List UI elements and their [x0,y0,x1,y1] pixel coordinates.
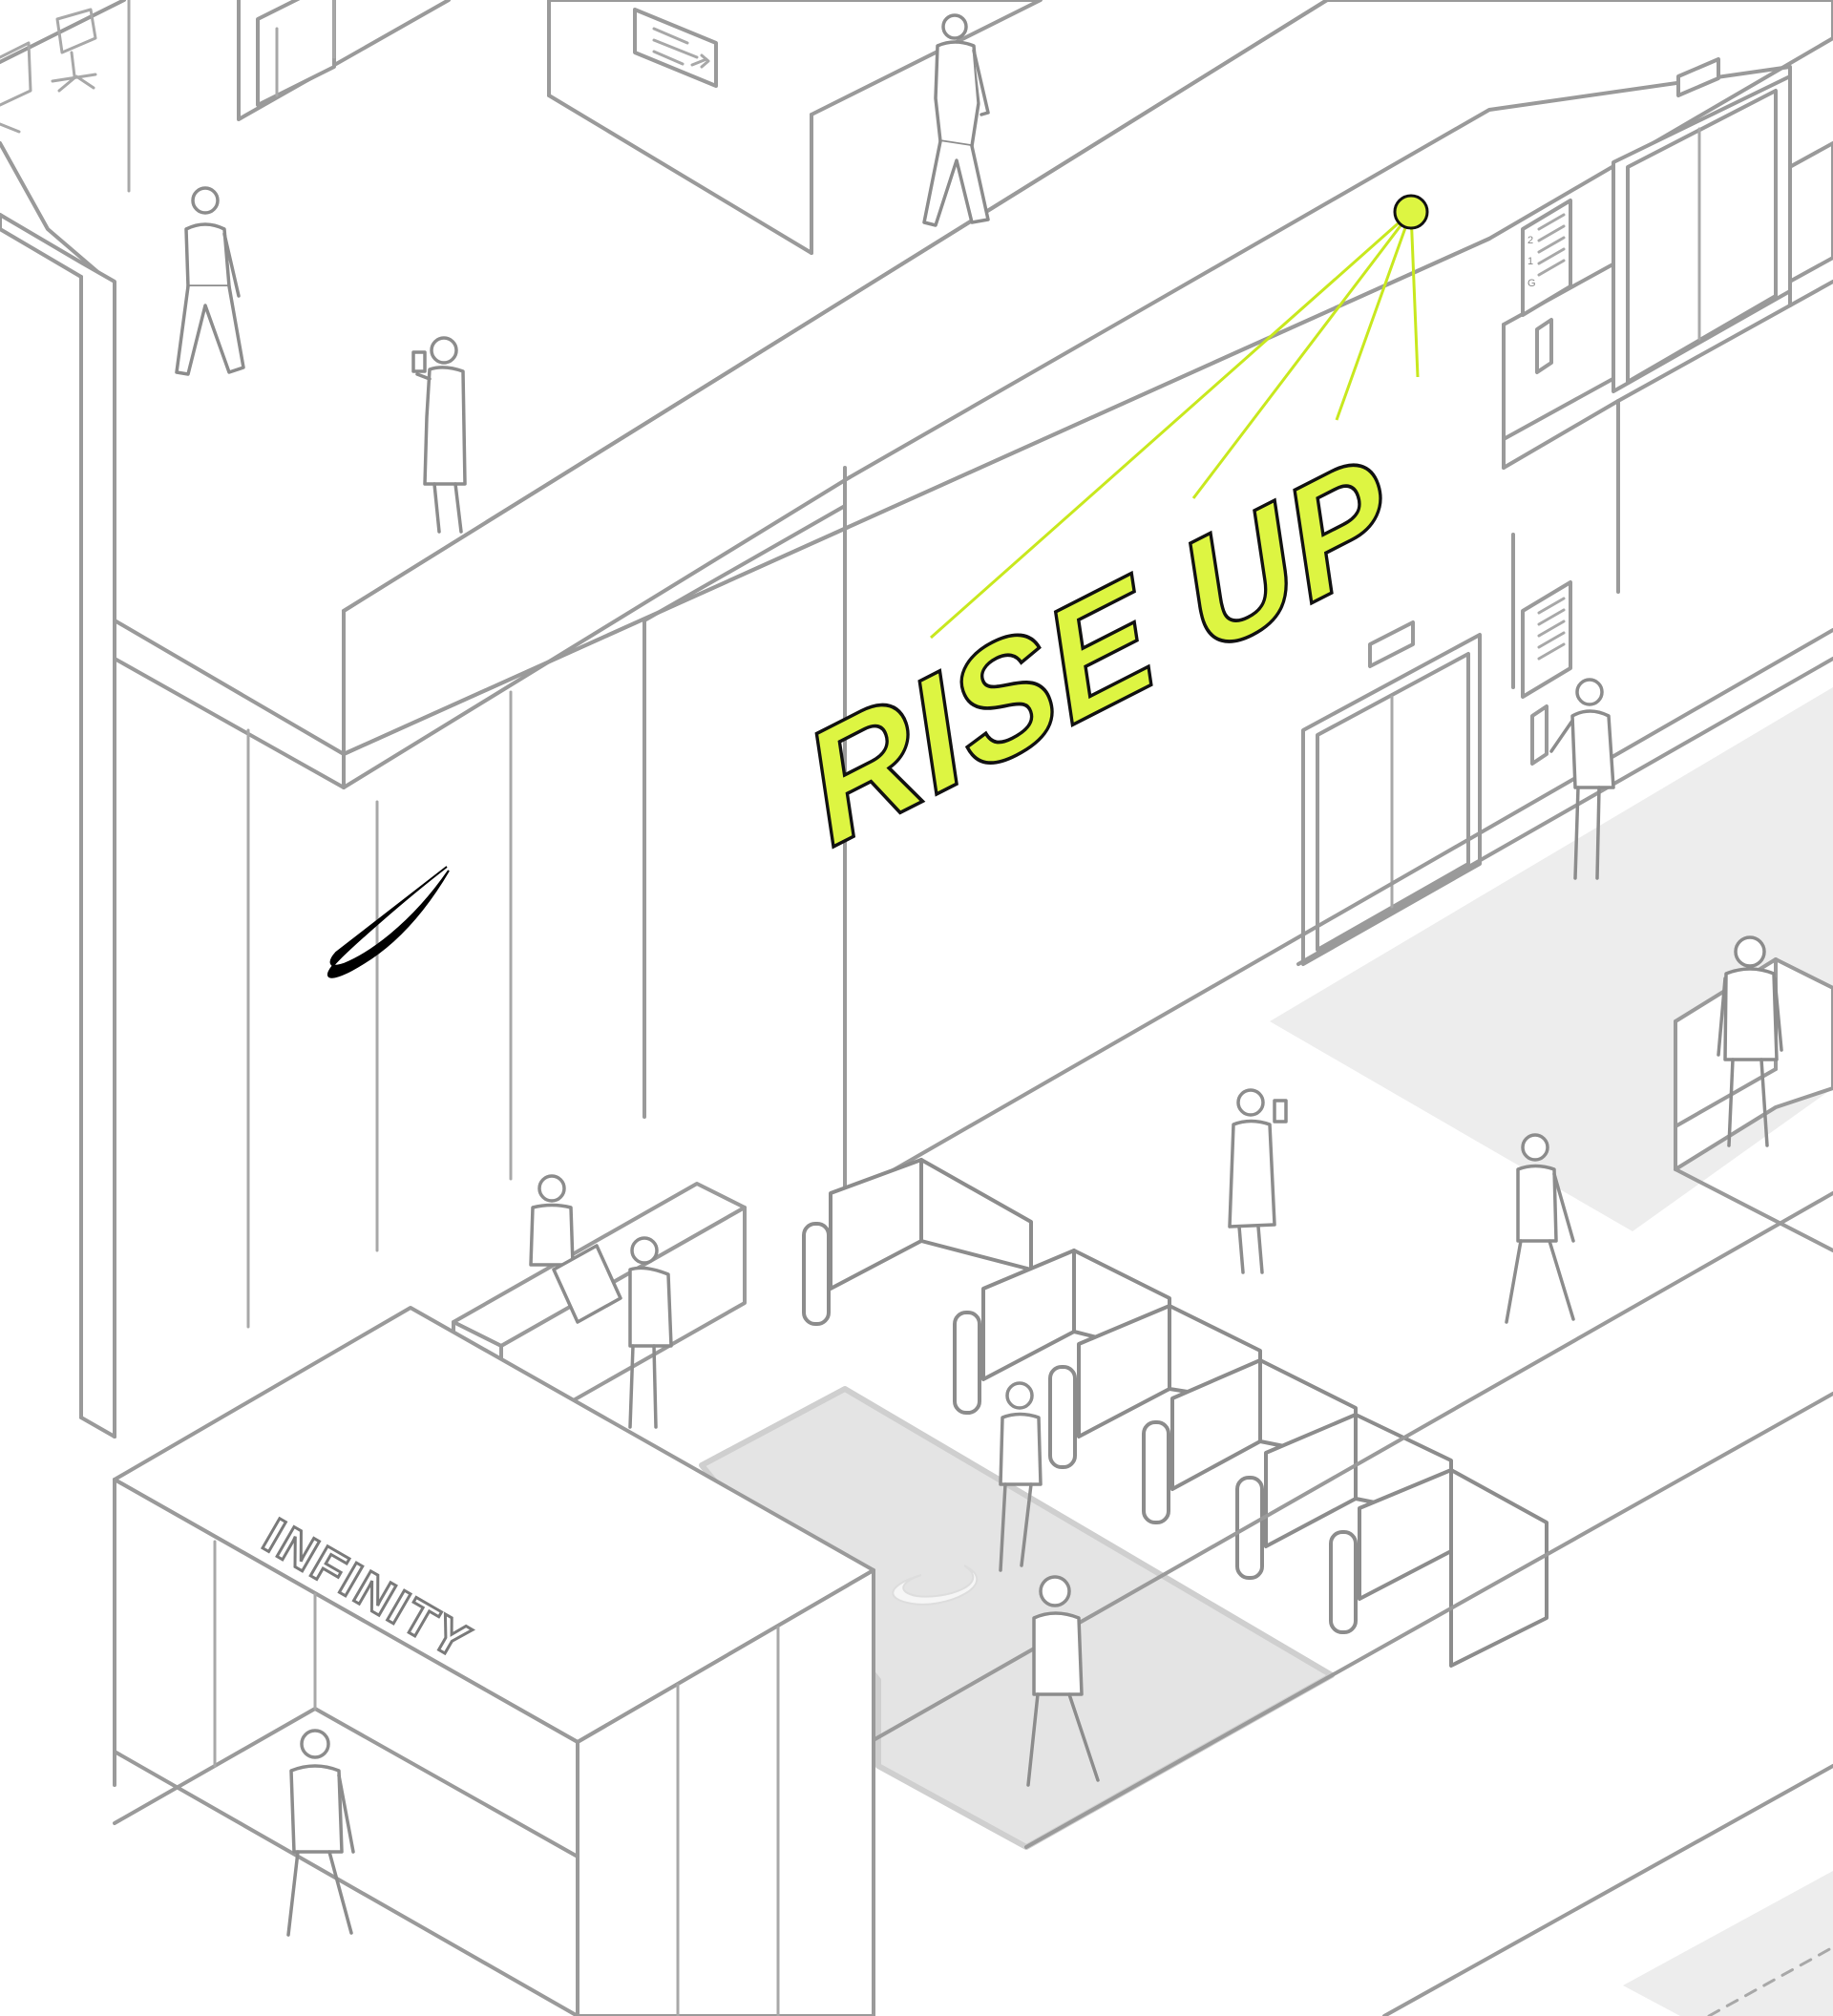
exit-sign-icon [633,8,718,88]
brand-wall [113,466,847,1438]
elevator-indicator-icon [1368,620,1415,668]
lobby-kiosk [1674,957,1833,1252]
person-pressing-button [1549,678,1615,880]
office-chair-icon [51,8,97,93]
floor-guide-line [1707,1945,1833,2016]
person-walking [999,1381,1043,1572]
upper-room-block [547,0,1043,255]
elevator-wall: 2 1 G [843,57,1833,1200]
person-with-phone [411,336,467,534]
elevator-indicator-icon [1676,57,1720,97]
person-with-phone [1228,1088,1288,1274]
person-walking [175,186,245,376]
person-walking [1026,1575,1100,1787]
turnstile-gates [802,1158,1549,1668]
office-chair-icon [0,41,32,134]
lobby-floor-edge [1024,1392,1833,1849]
lobby-elevator-doors [1301,633,1482,966]
person-standing [1717,935,1783,1147]
infinity-pavilion: INFINITY [113,1306,875,2016]
mezzanine-balcony [0,0,1833,1438]
person-carrying-box [552,1236,673,1429]
keypad-icon [1535,318,1553,374]
person-walking [286,1729,355,1937]
nike-swoosh-logo [892,1564,979,1606]
spotlight-beams [930,210,1420,640]
turnstile-gate [802,1158,1033,1326]
lobby-floor-edge [1382,1764,1833,2016]
upper-elevator-doors [1612,74,1792,393]
directory-floor-2: 2 [1528,235,1533,246]
person-walking [1505,1133,1575,1324]
turnstile-gate [1142,1358,1358,1524]
lower-floor-zone [1623,1871,1833,2016]
nike-swoosh-logo [327,866,450,978]
spotlight-icon [1393,194,1429,230]
directory-floor-g: G [1528,278,1536,289]
directory-floor-1: 1 [1528,256,1533,267]
keypad-icon [1530,704,1549,766]
receptionist [529,1174,575,1267]
floor-directory-icon: 2 1 G [1521,199,1572,317]
lobby-floor-edge [843,1191,1833,1758]
person-walking [922,13,990,227]
floor-directory-icon [1521,580,1572,699]
turnstile-gate [1329,1468,1549,1668]
